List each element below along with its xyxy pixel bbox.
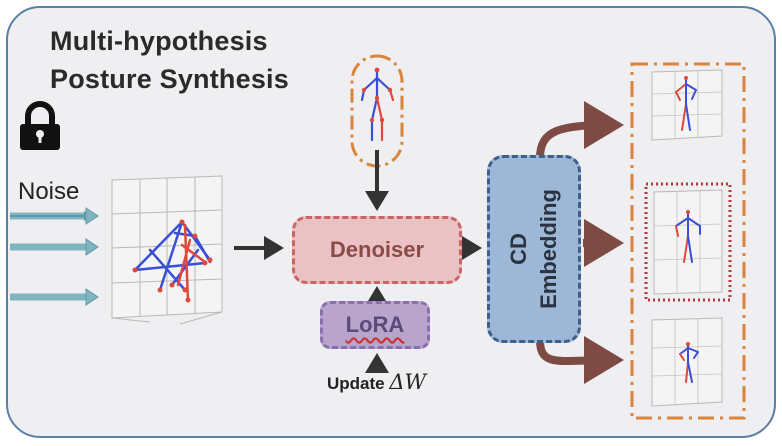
arrow-output-bottom bbox=[536, 336, 624, 385]
noise-arrows bbox=[10, 207, 99, 306]
condition-pose bbox=[350, 54, 404, 168]
noise-arrow bbox=[10, 238, 99, 256]
cd-embedding-label: CD Embedding bbox=[504, 189, 564, 309]
noisy-skeleton bbox=[132, 219, 213, 303]
noise-label: Noise bbox=[18, 178, 80, 205]
noise-arrow bbox=[10, 288, 99, 306]
output-pose-plot-2 bbox=[644, 182, 732, 302]
denoiser-label: Denoiser bbox=[329, 237, 425, 262]
cd-label-line-1: CD bbox=[506, 233, 531, 265]
arrow-output-top bbox=[536, 101, 624, 159]
lora-label: LoRA bbox=[345, 312, 405, 337]
lora-block: LoRA bbox=[320, 301, 430, 349]
update-text: Update bbox=[327, 374, 385, 393]
output-pose-plot-1 bbox=[651, 69, 723, 141]
delta-w-symbol: ΔW bbox=[389, 370, 427, 394]
output-arrows bbox=[536, 101, 624, 385]
title-line-1: Multi-hypothesis bbox=[50, 26, 268, 56]
noisy-pose-plot bbox=[111, 175, 223, 325]
cd-label-line-2: Embedding bbox=[536, 189, 561, 309]
update-label: Update ΔW bbox=[327, 370, 426, 394]
denoiser-block: Denoiser bbox=[292, 216, 462, 284]
lock-icon bbox=[20, 101, 60, 150]
output-pose-plot-3 bbox=[651, 317, 723, 407]
flow-arrows bbox=[234, 150, 482, 373]
cd-embedding-block: CD Embedding bbox=[487, 155, 581, 343]
outputs-container bbox=[630, 62, 746, 420]
title-line-2: Posture Synthesis bbox=[50, 64, 289, 94]
noise-arrow bbox=[10, 207, 99, 225]
selected-hypothesis-frame bbox=[644, 182, 732, 302]
